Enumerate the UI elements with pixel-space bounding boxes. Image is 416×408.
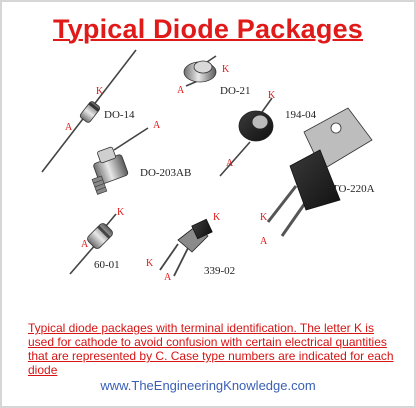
p6001-label: 60-01 (94, 259, 120, 271)
do21-cathode-label: K (222, 64, 230, 75)
p6001-diode: 60-01 K A (69, 207, 125, 275)
p33902-diode: 339-02 K K A (146, 212, 235, 283)
website-footer[interactable]: www.TheEngineeringKnowledge.com (100, 378, 316, 393)
do14-label: DO-14 (104, 109, 135, 121)
to220a-cathode-label: K (260, 212, 268, 223)
p33902-cathode2-label: K (146, 258, 154, 269)
do14-diode: DO-14 K A (41, 49, 137, 173)
p33902-label: 339-02 (204, 265, 235, 277)
do203ab-diode: DO-203AB A (91, 120, 191, 195)
do14-anode-label: A (65, 122, 73, 133)
p19404-diode: 194-04 K A (219, 90, 317, 177)
page-title: Typical Diode Packages (52, 14, 364, 44)
do14-cathode-label: K (96, 86, 104, 97)
p19404-anode-label: A (226, 158, 234, 169)
p19404-label: 194-04 (285, 109, 317, 121)
p6001-cathode-label: K (117, 207, 125, 218)
to220a-label: TO-220A (332, 183, 375, 195)
to220a-anode-label: A (260, 236, 268, 247)
do203ab-anode-label: A (153, 120, 161, 131)
do203ab-label: DO-203AB (140, 167, 191, 179)
figure-caption: Typical diode packages with terminal ide… (28, 321, 394, 377)
do21-diode: DO-21 K A (177, 55, 251, 97)
do21-label: DO-21 (220, 85, 251, 97)
p33902-cathode-label: K (213, 212, 221, 223)
p33902-anode-label: A (164, 272, 172, 283)
do21-anode-label: A (177, 85, 185, 96)
p19404-cathode-label: K (268, 90, 276, 101)
p6001-anode-label: A (81, 239, 89, 250)
to220a-diode: TO-220A K A (260, 107, 375, 247)
